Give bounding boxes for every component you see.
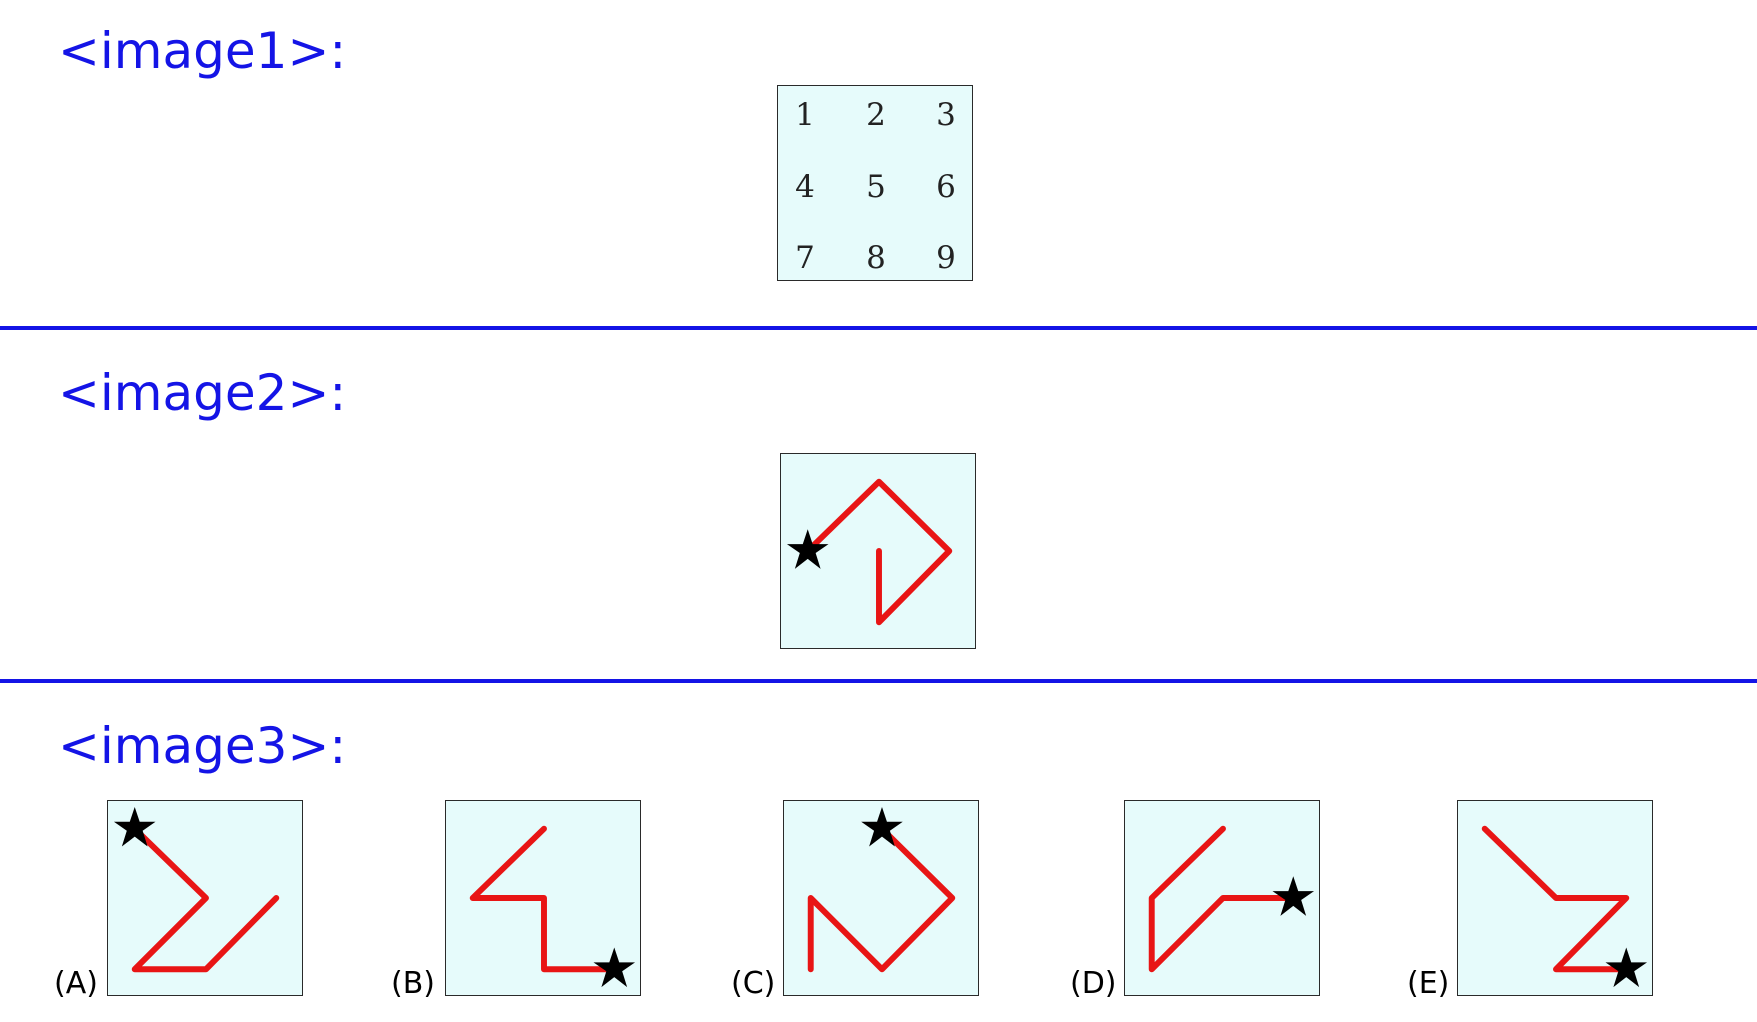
grid-number: 9 xyxy=(936,240,956,276)
option-panel-a xyxy=(107,800,303,996)
option-a-figure xyxy=(113,806,280,973)
section-divider xyxy=(0,326,1757,330)
option-b-figure xyxy=(469,825,636,988)
grid-number: 5 xyxy=(866,169,886,205)
option-label-b: (B) xyxy=(391,966,435,1001)
grid-number: 1 xyxy=(795,97,815,133)
reference-path-figure xyxy=(786,478,953,626)
option-label-c: (C) xyxy=(731,966,776,1001)
option-e-figure xyxy=(1481,825,1648,988)
option-label-e: (E) xyxy=(1407,966,1450,1001)
option-panel-c xyxy=(783,800,979,996)
star-icon xyxy=(113,806,156,847)
option-panel-b xyxy=(445,800,641,996)
path-line xyxy=(1148,825,1297,973)
option-panel-d xyxy=(1124,800,1320,996)
grid-number: 3 xyxy=(936,97,956,133)
star-icon xyxy=(1605,947,1648,988)
number-grid-panel: 1 2 3 4 5 6 7 8 9 xyxy=(777,85,973,281)
section-title-image3: <image3>: xyxy=(58,717,347,775)
star-icon xyxy=(861,806,903,847)
grid-number: 6 xyxy=(936,169,956,205)
grid-number: 8 xyxy=(866,240,886,276)
option-label-a: (A) xyxy=(54,966,98,1001)
option-label-d: (D) xyxy=(1070,966,1117,1001)
path-line xyxy=(807,825,956,973)
star-icon xyxy=(593,947,636,988)
section-title-image1: <image1>: xyxy=(58,22,347,80)
path-line xyxy=(1481,825,1630,973)
grid-number: 4 xyxy=(795,169,815,205)
reference-path-panel xyxy=(780,453,976,649)
grid-number: 7 xyxy=(795,240,815,276)
path-line xyxy=(469,825,618,973)
grid-number: 2 xyxy=(866,97,886,133)
star-icon xyxy=(1272,876,1315,916)
path-line xyxy=(804,478,953,626)
star-icon xyxy=(786,529,829,569)
path-line xyxy=(131,825,280,973)
option-panel-e xyxy=(1457,800,1653,996)
section-divider xyxy=(0,679,1757,683)
option-d-figure xyxy=(1148,825,1315,973)
option-c-figure xyxy=(807,806,956,973)
section-title-image2: <image2>: xyxy=(58,364,347,422)
